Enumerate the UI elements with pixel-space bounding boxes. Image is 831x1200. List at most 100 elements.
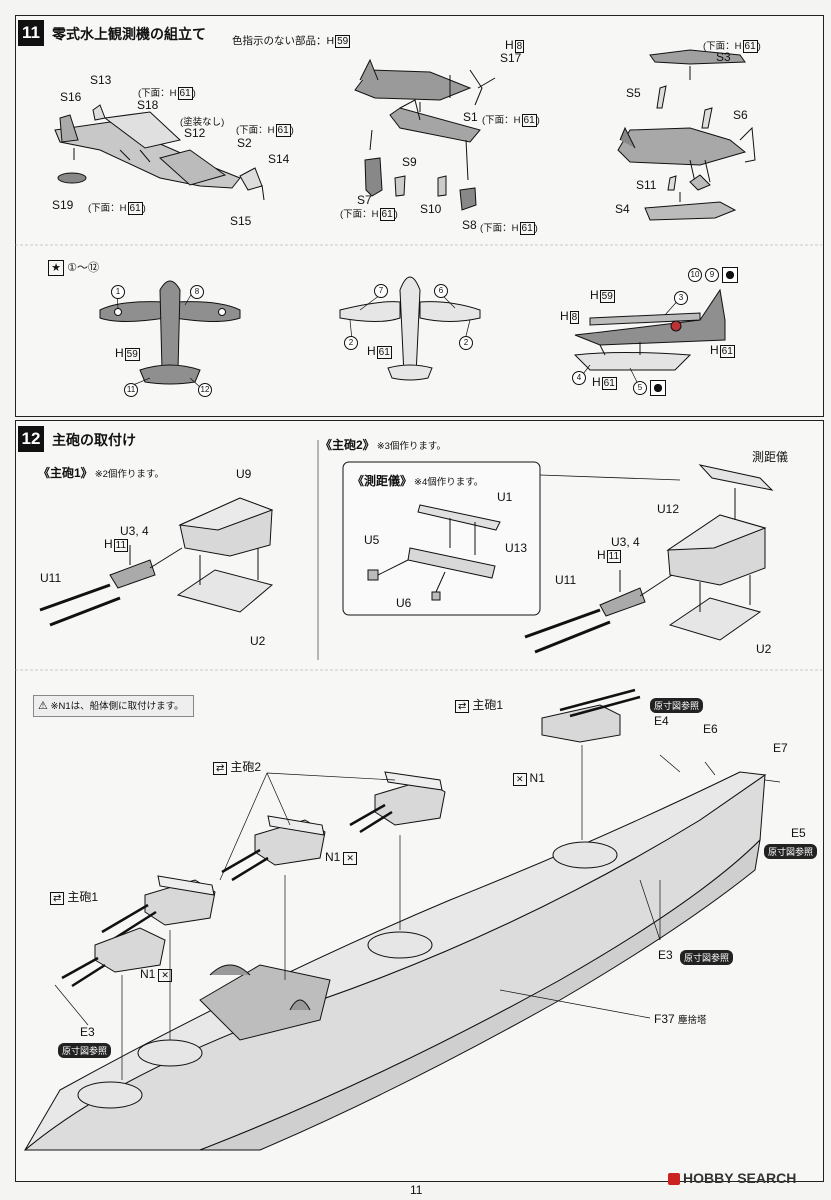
part-s14: S14	[268, 152, 290, 166]
part-u12: U12	[657, 502, 680, 516]
part-u2-b: U2	[756, 642, 772, 656]
label-gun1-top: ⇄主砲1	[455, 696, 503, 713]
note-no-paint: (塗装なし)	[180, 117, 225, 128]
decal-swatch-a	[722, 267, 738, 283]
decal-9: 9	[705, 268, 719, 282]
n1-icon: ✕	[513, 773, 527, 786]
part-u11-b: U11	[555, 573, 577, 587]
hobby-search-logo-icon	[668, 1173, 680, 1186]
part-s2: S2	[237, 136, 252, 150]
ref-badge-top: 原寸図参照	[650, 698, 704, 713]
decal-10: 10	[688, 268, 702, 282]
n1-icon-2: ✕	[343, 852, 357, 865]
part-u6: U6	[396, 596, 412, 610]
label-e3-left: E3	[80, 1025, 95, 1039]
step12-title: 主砲の取付け	[52, 432, 136, 448]
rangefinder-label: 測距儀	[752, 450, 789, 464]
label-e6: E6	[703, 722, 718, 736]
decal-6: 6	[434, 284, 448, 298]
part-s11: S11	[636, 178, 657, 192]
part-s15: S15	[230, 214, 252, 228]
warning-note: ⚠ ※N1は、船体側に取付けます。	[33, 695, 194, 717]
label-n1-top: ✕N1	[513, 771, 545, 786]
part-s12: S12	[184, 126, 206, 140]
part-u5: U5	[364, 533, 380, 547]
part-u11-a: U11	[40, 571, 62, 585]
decal-12: 12	[198, 383, 212, 397]
decal-2b: 2	[459, 336, 473, 350]
gun1-title: 《主砲1》※2個作ります。	[38, 466, 164, 480]
rf-title: 《測距儀》※4個作ります。	[352, 474, 484, 488]
part-u34-a: U3, 4	[120, 524, 149, 538]
warning-icon: ⚠	[38, 700, 48, 712]
page-number: 11	[410, 1183, 423, 1197]
decal-5: 5	[633, 381, 647, 395]
decal-7: 7	[374, 284, 388, 298]
label-e4: E4	[654, 714, 669, 728]
step12-number: 12	[18, 426, 44, 452]
part-s8: S8	[462, 218, 477, 232]
part-s5: S5	[626, 86, 641, 100]
ref-badge-e3-left: 原寸図参照	[58, 1043, 112, 1058]
part-s7: S7	[357, 193, 372, 207]
part-s17: S17	[500, 51, 522, 65]
label-e3-right: E3	[658, 948, 673, 962]
part-s16: S16	[60, 90, 82, 104]
part-s9: S9	[402, 155, 417, 169]
decal-4: 4	[572, 371, 586, 385]
ref-badge-e3-right: 原寸図参照	[680, 950, 734, 965]
part-s6: S6	[733, 108, 748, 122]
decal-range: ★ ①〜⑫	[48, 259, 99, 276]
label-e5: E5	[791, 826, 806, 840]
star-icon: ★	[48, 260, 64, 276]
part-s19: S19	[52, 198, 74, 212]
watermark: HOBBY SEARCH	[668, 1170, 796, 1186]
label-gun1-left: ⇄主砲1	[50, 888, 98, 905]
label-n1-left: N1✕	[140, 967, 172, 982]
decal-2a: 2	[344, 336, 358, 350]
part-s3: S3	[716, 50, 731, 64]
swap-icon: ⇄	[455, 700, 470, 713]
swap-icon-3: ⇄	[50, 892, 65, 905]
ref-badge-e5: 原寸図参照	[764, 844, 818, 859]
part-s4: S4	[615, 202, 630, 216]
part-u9: U9	[236, 467, 252, 481]
label-f37: F37 塵捨塔	[654, 1012, 707, 1026]
label-n1-mid: N1✕	[325, 850, 357, 865]
part-u1: U1	[497, 490, 513, 504]
decal-3: 3	[674, 291, 688, 305]
part-u34-b: U3, 4	[611, 535, 640, 549]
part-u13: U13	[505, 541, 528, 555]
part-s18: S18	[137, 98, 159, 112]
step11-title: 零式水上観測機の組立て	[52, 26, 206, 42]
label-gun2: ⇄主砲2	[213, 758, 261, 775]
decal-1: 1	[111, 285, 125, 299]
decal-8: 8	[190, 285, 204, 299]
decal-11: 11	[124, 383, 138, 397]
gun2-title: 《主砲2》※3個作ります。	[320, 438, 446, 452]
n1-icon-3: ✕	[158, 969, 172, 982]
step11-number: 11	[18, 20, 44, 46]
decal-swatch-b	[650, 380, 666, 396]
label-e7: E7	[773, 741, 788, 755]
part-s13: S13	[90, 73, 112, 87]
swap-icon-2: ⇄	[213, 762, 228, 775]
part-s10: S10	[420, 202, 442, 216]
